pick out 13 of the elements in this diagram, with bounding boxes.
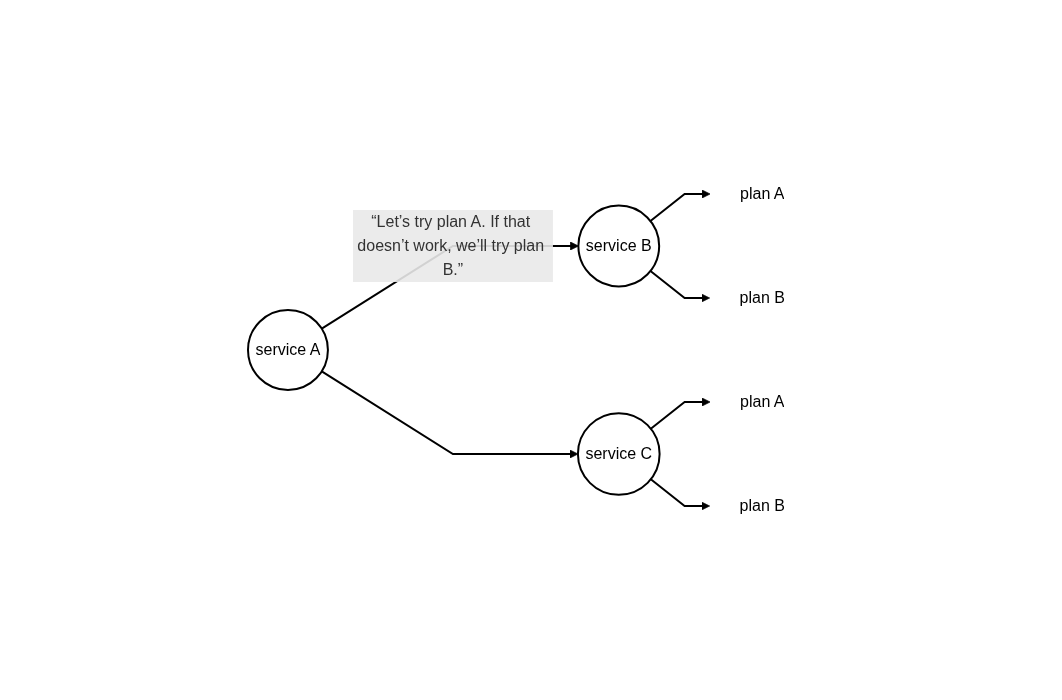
node-circle: service B: [576, 204, 660, 288]
arrow: [648, 189, 710, 222]
arrow: [649, 478, 710, 511]
node-text: plan A: [739, 185, 785, 202]
node-circle: service C: [576, 412, 661, 496]
arrow: [649, 397, 710, 430]
node-text: plan B: [739, 497, 785, 514]
node-text: plan A: [739, 393, 785, 410]
node-circle: service A: [246, 309, 329, 391]
node-text: plan B: [739, 289, 785, 306]
arrow: [648, 270, 710, 303]
edge-label: “Let’s try plan A. If that doesn’t work, we’ll try plan B.”: [356, 213, 544, 278]
arrow: [320, 370, 578, 459]
